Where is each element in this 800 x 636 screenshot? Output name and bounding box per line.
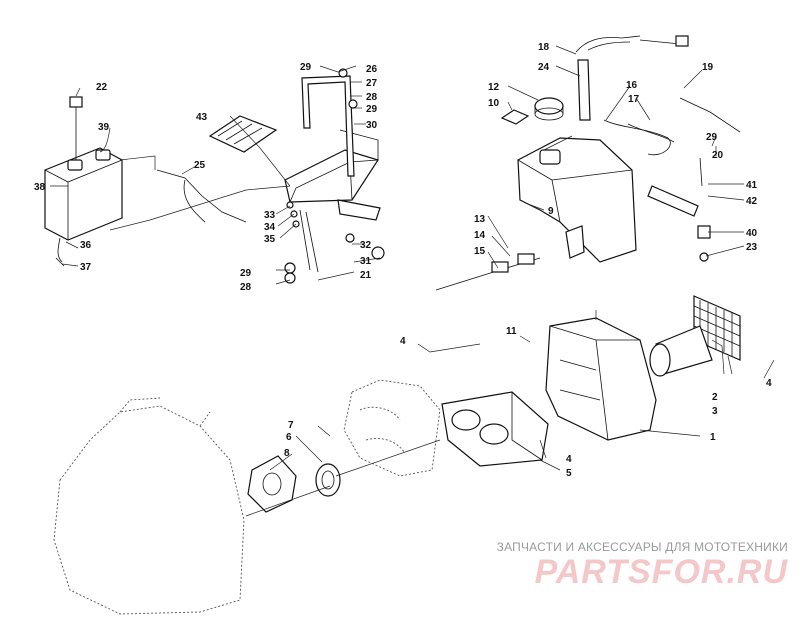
callout-label: 34 (264, 222, 276, 233)
watermark-caption: ЗАПЧАСТИ И АКСЕССУАРЫ ДЛЯ МОТОТЕХНИКИ (496, 540, 788, 554)
filler-neck-hose (575, 35, 689, 121)
callout-label: 41 (746, 180, 758, 191)
callout-label: 42 (746, 196, 758, 207)
fuel-line-fittings (435, 253, 541, 291)
callout-label: 20 (712, 150, 724, 161)
callout-label: 39 (98, 122, 110, 133)
callout-label: 19 (702, 62, 714, 73)
callout-label: 27 (366, 78, 378, 89)
engine-housing-outline (53, 397, 245, 615)
flange (247, 455, 297, 513)
callout-label: 36 (80, 240, 92, 251)
callout-label: 26 (366, 64, 378, 75)
callout-label: 38 (34, 182, 46, 193)
intake-tube (649, 325, 713, 377)
callout-label: 16 (626, 80, 638, 91)
callout-label: 24 (538, 62, 550, 73)
callout-label: 18 (538, 42, 550, 53)
callout-label: 23 (746, 242, 758, 253)
callout-label: 29 (240, 268, 252, 279)
battery-tray (284, 129, 379, 203)
callout-label: 14 (474, 230, 486, 241)
callout-label: 15 (474, 246, 486, 257)
callout-label: 17 (628, 94, 640, 105)
callout-label: 4 (566, 454, 572, 465)
tray-mount-bracket (284, 68, 385, 284)
breather-hose (603, 97, 741, 156)
callout-label: 2 (712, 392, 718, 403)
callout-label: 4 (400, 336, 406, 347)
callout-label: 28 (240, 282, 252, 293)
callout-label: 43 (196, 112, 208, 123)
bracket-strap (301, 75, 355, 177)
battery (44, 147, 123, 267)
callout-label: 29 (366, 104, 378, 115)
callout-label: 3 (712, 406, 718, 417)
callout-label: 12 (488, 82, 500, 93)
watermark-logo: PARTSFOR.RU (534, 553, 788, 591)
oil-tank (517, 137, 637, 263)
callout-label: 21 (360, 270, 372, 281)
callout-label: 37 (80, 262, 92, 273)
callout-label: 13 (474, 214, 486, 225)
callout-label: 29 (706, 132, 718, 143)
callout-label: 10 (488, 98, 500, 109)
battery-cable (156, 169, 247, 223)
callout-label: 32 (360, 240, 372, 251)
callout-label: 5 (566, 468, 572, 479)
rubber-pad (208, 115, 278, 153)
callout-label: 29 (300, 62, 312, 73)
clamp (315, 463, 341, 497)
callout-label: 40 (746, 228, 758, 239)
callout-label: 11 (506, 326, 517, 337)
callout-label: 28 (366, 92, 378, 103)
intake-adapter (441, 391, 549, 467)
cap-gasket (500, 109, 530, 125)
callout-label: 4 (766, 378, 772, 389)
tank-cap (534, 97, 564, 121)
callout-label: 22 (96, 82, 108, 93)
engine-outline (343, 379, 441, 477)
callout-label: 33 (264, 210, 276, 221)
mount-bracket-right (647, 157, 711, 262)
callout-label: 9 (548, 206, 554, 217)
callout-labels: 1 2 3 4 4 4 5 6 7 8 9 10 11 12 13 14 15 … (34, 42, 772, 479)
battery-bolt (69, 96, 83, 160)
air-silencer (545, 317, 657, 441)
leader-lines (50, 45, 775, 471)
callout-label: 30 (366, 120, 378, 131)
callout-label: 35 (264, 234, 276, 245)
callout-label: 8 (284, 448, 290, 459)
callout-label: 31 (360, 256, 372, 267)
callout-label: 7 (288, 420, 294, 431)
callout-label: 1 (710, 432, 716, 443)
callout-label: 25 (194, 160, 206, 171)
callout-label: 6 (286, 432, 292, 443)
